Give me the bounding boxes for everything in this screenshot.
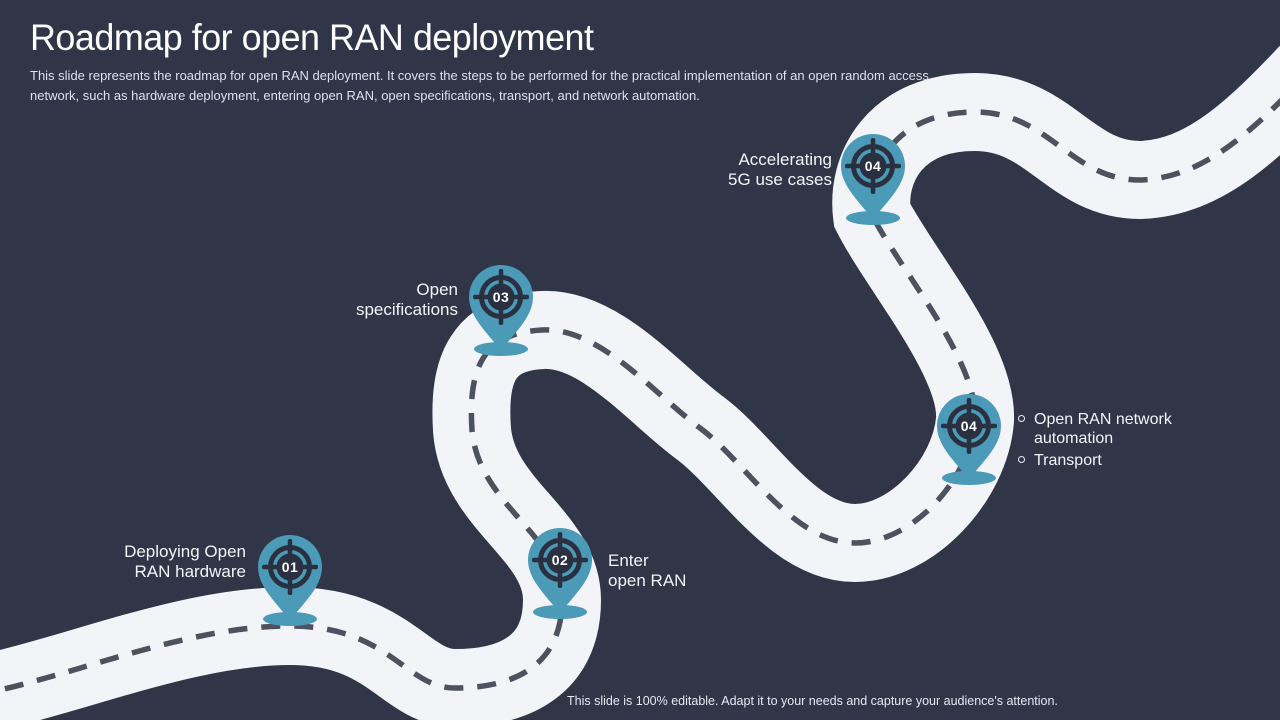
road-center-dashes [0,97,1280,693]
bullet-text: Transport [1034,452,1102,469]
pin-number: 04 [865,158,882,174]
crosshair-target-icon [473,269,529,325]
crosshair-target-icon [532,532,588,588]
pin-number: 01 [282,559,299,575]
editable-note: This slide is 100% editable. Adapt it to… [567,694,1058,708]
circle-bullet-icon [1018,415,1025,422]
label-open-ran-network-automation: Open RAN network automation Transport [1018,410,1209,473]
label-line: Open [416,280,458,299]
label-accelerating-5g-use-cases: Accelerating 5G use cases [728,150,832,189]
label-line: Accelerating [738,150,832,169]
milestone-pin-04-5g: 04 [841,134,905,225]
crosshair-target-icon [941,398,997,454]
milestone-pin-04-network: 04 [937,394,1001,485]
pin-number: 03 [493,289,510,305]
milestone-pin-02: 02 [528,528,592,619]
label-line: RAN hardware [134,561,247,581]
pin-number: 02 [552,552,569,568]
road-surface [0,45,1280,720]
slide-description: This slide represents the roadmap for op… [30,68,929,104]
pin-number: 04 [961,418,978,434]
milestone-pin-03: 03 [469,265,533,356]
crosshair-target-icon [845,138,901,194]
page-title: Roadmap for open RAN deployment [30,17,594,58]
list-item: Transport [1018,451,1209,470]
circle-bullet-icon [1018,456,1025,463]
label-deploying-open-ran-hardware: Deploying Open RAN hardware [124,542,246,581]
label-line: Deploying Open [124,542,246,561]
milestone-pin-01: 01 [258,535,322,626]
label-line: open RAN [608,570,687,590]
bullet-text: Open RAN network automation [1034,411,1172,447]
label-line: specifications [355,299,458,319]
label-line: Enter [608,551,649,570]
label-enter-open-ran: Enter open RAN [608,551,686,590]
label-line: 5G use cases [728,169,832,189]
label-open-specifications: Open specifications [356,280,458,319]
list-item: Open RAN network automation [1018,410,1209,448]
crosshair-target-icon [262,539,318,595]
